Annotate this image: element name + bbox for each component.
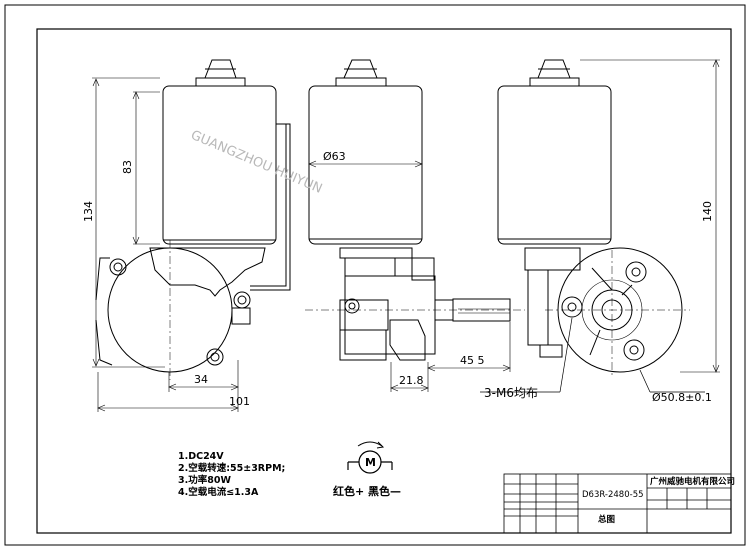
wiring-legend: 红色+ 黑色— [333,484,401,498]
watermark: GUANGZHOU HUIYUN [188,128,324,197]
dim-140: 140 [701,201,714,222]
inner-frame [36,28,732,534]
spec-item-speed: 2.空载转速:55±3RPM; [178,463,286,474]
dim-dia-50-8: Ø50.8±0.1 [652,391,712,404]
drawing-name: 总图 [598,514,615,525]
dim-101: 101 [229,395,250,408]
spec-item-voltage: 1.DC24V [178,451,224,462]
spec-item-current: 4.空载电流≤1.3A [178,487,259,498]
left-view [92,59,291,412]
title-block [503,473,732,534]
middle-view [305,59,525,392]
company-name: 广州威驰电机有限公司 [650,476,735,487]
wiring-symbol [347,441,393,474]
dim-45-5: 45 5 [460,354,485,367]
right-view [480,59,720,393]
spec-item-power: 3.功率80W [178,475,231,486]
outer-frame [4,4,746,546]
dim-21-8: 21.8 [399,374,424,387]
dim-m6-holes: 3-M6均布 [484,386,538,400]
model-number: D63R-2480-55 [582,490,644,500]
spec-list: 1.DC24V 2.空载转速:55±3RPM; 3.功率80W 4.空载电流≤1… [178,451,285,499]
dim-34: 34 [194,373,208,386]
dim-134: 134 [82,201,95,222]
dim-83: 83 [121,160,134,174]
dim-dia-63: Ø63 [323,150,346,163]
motor-symbol-label: M [365,456,376,469]
